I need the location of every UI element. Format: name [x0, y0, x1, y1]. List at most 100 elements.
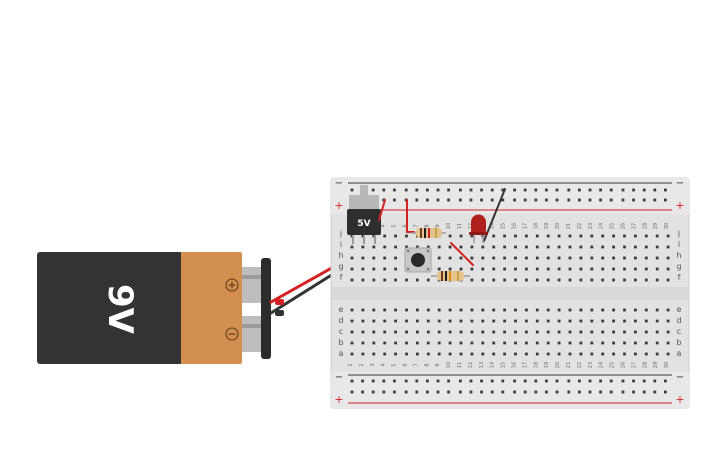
- breadboard-hole[interactable]: [666, 352, 670, 356]
- breadboard-hole[interactable]: [492, 352, 496, 356]
- breadboard-hole[interactable]: [393, 188, 396, 192]
- breadboard-hole[interactable]: [513, 198, 516, 202]
- breadboard-hole[interactable]: [416, 352, 419, 356]
- breadboard-hole[interactable]: [448, 256, 452, 260]
- breadboard-hole[interactable]: [634, 319, 637, 323]
- breadboard-hole[interactable]: [416, 319, 419, 323]
- breadboard-hole[interactable]: [642, 379, 646, 383]
- breadboard-hole[interactable]: [371, 390, 375, 394]
- breadboard-hole[interactable]: [525, 308, 528, 312]
- breadboard-hole[interactable]: [459, 188, 462, 192]
- breadboard-hole[interactable]: [644, 341, 648, 345]
- breadboard-hole[interactable]: [601, 278, 605, 282]
- breadboard-hole[interactable]: [555, 198, 559, 202]
- breadboard-hole[interactable]: [612, 330, 615, 334]
- breadboard-hole[interactable]: [525, 256, 528, 260]
- voltage-regulator[interactable]: 5V: [347, 185, 381, 244]
- breadboard-hole[interactable]: [664, 390, 667, 394]
- breadboard-hole[interactable]: [394, 245, 397, 249]
- breadboard-hole[interactable]: [535, 256, 539, 260]
- breadboard-hole[interactable]: [632, 390, 635, 394]
- breadboard-hole[interactable]: [492, 308, 496, 312]
- breadboard-hole[interactable]: [655, 330, 659, 334]
- breadboard-hole[interactable]: [481, 245, 485, 249]
- breadboard-hole[interactable]: [492, 234, 496, 238]
- breadboard-hole[interactable]: [644, 245, 648, 249]
- breadboard-hole[interactable]: [621, 198, 625, 202]
- breadboard-hole[interactable]: [372, 319, 376, 323]
- breadboard-hole[interactable]: [557, 278, 561, 282]
- breadboard-hole[interactable]: [481, 278, 485, 282]
- breadboard-hole[interactable]: [480, 198, 483, 202]
- breadboard-hole[interactable]: [459, 234, 463, 238]
- breadboard-hole[interactable]: [383, 330, 387, 334]
- breadboard-hole[interactable]: [666, 278, 670, 282]
- breadboard-hole[interactable]: [655, 245, 659, 249]
- breadboard-hole[interactable]: [416, 245, 419, 249]
- breadboard-hole[interactable]: [590, 352, 594, 356]
- breadboard-hole[interactable]: [382, 390, 386, 394]
- led[interactable]: [469, 214, 488, 243]
- breadboard-hole[interactable]: [459, 308, 463, 312]
- breadboard-hole[interactable]: [590, 234, 594, 238]
- breadboard-hole[interactable]: [546, 234, 550, 238]
- breadboard-hole[interactable]: [361, 379, 364, 383]
- breadboard-hole[interactable]: [666, 245, 670, 249]
- breadboard-hole[interactable]: [481, 330, 485, 334]
- breadboard-hole[interactable]: [568, 267, 572, 271]
- breadboard-hole[interactable]: [437, 341, 441, 345]
- breadboard-hole[interactable]: [621, 379, 625, 383]
- breadboard-hole[interactable]: [503, 278, 506, 282]
- breadboard-hole[interactable]: [470, 278, 474, 282]
- breadboard-hole[interactable]: [588, 390, 592, 394]
- breadboard-hole[interactable]: [361, 256, 365, 260]
- breadboard-hole[interactable]: [568, 341, 572, 345]
- breadboard-hole[interactable]: [436, 390, 440, 394]
- breadboard-hole[interactable]: [372, 308, 376, 312]
- breadboard-hole[interactable]: [568, 256, 572, 260]
- breadboard-hole[interactable]: [599, 390, 602, 394]
- breadboard-hole[interactable]: [503, 319, 506, 323]
- breadboard-hole[interactable]: [579, 308, 583, 312]
- breadboard-hole[interactable]: [535, 319, 539, 323]
- breadboard-hole[interactable]: [653, 390, 657, 394]
- breadboard-hole[interactable]: [404, 379, 408, 383]
- breadboard-hole[interactable]: [634, 267, 637, 271]
- breadboard-hole[interactable]: [644, 278, 648, 282]
- breadboard-hole[interactable]: [601, 308, 605, 312]
- breadboard-hole[interactable]: [394, 341, 397, 345]
- breadboard-hole[interactable]: [492, 267, 496, 271]
- breadboard-hole[interactable]: [459, 379, 462, 383]
- breadboard-hole[interactable]: [361, 341, 365, 345]
- breadboard-hole[interactable]: [623, 330, 626, 334]
- breadboard-hole[interactable]: [513, 390, 516, 394]
- breadboard-hole[interactable]: [634, 278, 637, 282]
- breadboard-hole[interactable]: [601, 319, 605, 323]
- breadboard-hole[interactable]: [350, 188, 354, 192]
- breadboard-hole[interactable]: [623, 234, 626, 238]
- breadboard-hole[interactable]: [523, 198, 527, 202]
- breadboard-hole[interactable]: [664, 379, 667, 383]
- breadboard-hole[interactable]: [480, 379, 483, 383]
- breadboard-hole[interactable]: [490, 390, 494, 394]
- breadboard-hole[interactable]: [612, 256, 615, 260]
- breadboard-hole[interactable]: [372, 330, 376, 334]
- breadboard-hole[interactable]: [590, 341, 594, 345]
- breadboard-hole[interactable]: [361, 308, 365, 312]
- jumper-button-to-led[interactable]: [450, 242, 474, 266]
- breadboard-hole[interactable]: [470, 245, 474, 249]
- breadboard-hole[interactable]: [361, 330, 365, 334]
- breadboard-hole[interactable]: [436, 188, 440, 192]
- breadboard-hole[interactable]: [623, 319, 626, 323]
- breadboard-hole[interactable]: [655, 308, 659, 312]
- breadboard-hole[interactable]: [655, 267, 659, 271]
- breadboard-hole[interactable]: [578, 188, 581, 192]
- breadboard-hole[interactable]: [448, 330, 452, 334]
- breadboard-hole[interactable]: [655, 256, 659, 260]
- breadboard-hole[interactable]: [394, 352, 397, 356]
- breadboard-hole[interactable]: [514, 278, 517, 282]
- breadboard-hole[interactable]: [523, 379, 527, 383]
- breadboard-hole[interactable]: [415, 390, 419, 394]
- breadboard-hole[interactable]: [448, 319, 452, 323]
- breadboard-hole[interactable]: [642, 390, 646, 394]
